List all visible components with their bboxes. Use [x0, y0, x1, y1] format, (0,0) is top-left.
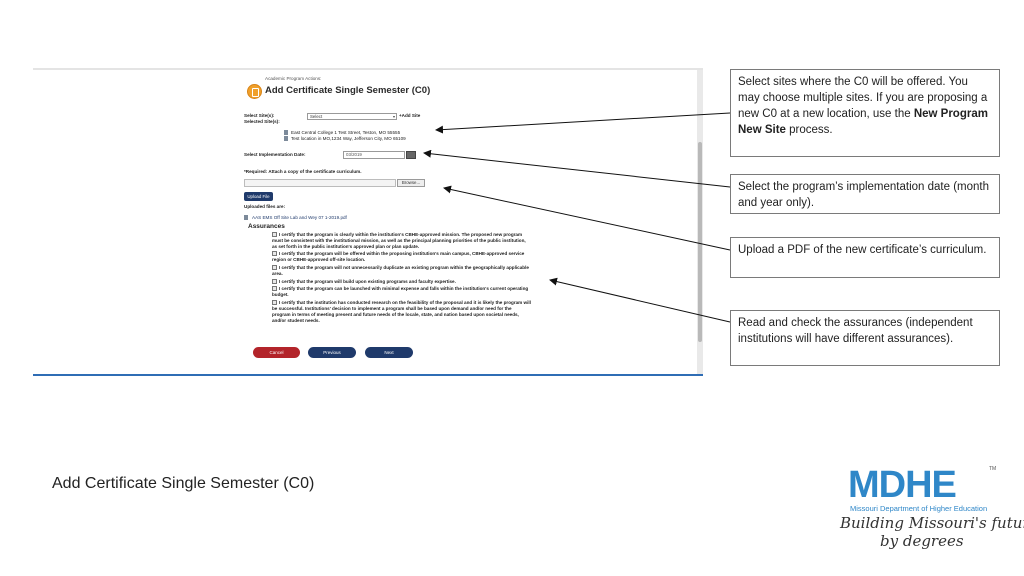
- assurance-text: I certify that the institution has condu…: [279, 300, 531, 305]
- add-site-link[interactable]: +Add Site: [399, 113, 421, 118]
- cancel-button[interactable]: Cancel: [253, 347, 300, 358]
- scrollbar-thumb[interactable]: [698, 142, 702, 342]
- callout-date: Select the program’s implementation date…: [730, 174, 1000, 214]
- assurance-text: I certify that the program can be launch…: [279, 286, 529, 291]
- selected-sites-label: Selected Site(s):: [244, 119, 280, 124]
- assurance-text: and/or student needs.: [272, 318, 320, 323]
- implementation-date-input[interactable]: 03/2019: [343, 151, 405, 159]
- site-select-value: Select: [310, 114, 323, 119]
- logo-tagline-line1: Building Missouri's future...: [840, 514, 1024, 532]
- section-label: Academic Program Actions:: [265, 76, 322, 81]
- delete-site-icon[interactable]: [284, 130, 288, 135]
- delete-file-icon[interactable]: [244, 215, 248, 220]
- callout-sites-bold: New Program New Site: [738, 108, 988, 136]
- site-item: East Central College 1 Test Street, Test…: [291, 130, 401, 135]
- assurance-text: program in terms of meeting present and …: [272, 312, 519, 317]
- logo-subtitle: Missouri Department of Higher Education: [850, 504, 988, 513]
- assurance-text: I certify that the program is clearly wi…: [279, 232, 523, 237]
- calendar-icon[interactable]: [406, 151, 416, 159]
- callout-sites: Select sites where the C0 will be offere…: [730, 69, 1000, 157]
- assurance-checkbox[interactable]: [272, 286, 277, 291]
- callout-sites-text-end: process.: [785, 124, 833, 136]
- assurance-text: budget.: [272, 292, 289, 297]
- browse-button[interactable]: Browse...: [397, 179, 425, 187]
- assurance-text: area.: [272, 271, 283, 276]
- logo-tagline-line2: by degrees: [880, 532, 964, 550]
- assurance-text: I certify that the program will be offer…: [279, 251, 525, 256]
- assurance-checkbox[interactable]: [272, 300, 277, 305]
- previous-button[interactable]: Previous: [308, 347, 356, 358]
- callout-assurances: Read and check the assurances (independe…: [730, 310, 1000, 366]
- logo-trademark: TM: [989, 466, 997, 472]
- slide-title: Add Certificate Single Semester (C0): [52, 475, 315, 492]
- implementation-date-label: Select Implementation Date:: [244, 152, 306, 157]
- assurance-checkbox[interactable]: [272, 279, 277, 284]
- assurance-checkbox[interactable]: [272, 232, 277, 237]
- required-label: *Required: Attach a copy of the certific…: [244, 169, 362, 174]
- assurance-checkbox[interactable]: [272, 265, 277, 270]
- assurance-text: be successful. Institutions' decision to…: [272, 306, 512, 311]
- assurances-title: Assurances: [248, 223, 285, 230]
- edit-document-icon: [247, 84, 262, 99]
- top-border: [33, 68, 703, 70]
- site-select[interactable]: Select ▾: [307, 113, 397, 120]
- embedded-screenshot: Academic Program Actions: Add Certificat…: [33, 68, 703, 376]
- chevron-down-icon: ▾: [392, 114, 395, 119]
- bottom-border: [33, 374, 703, 376]
- callout-upload: Upload a PDF of the new certificate’s cu…: [730, 237, 1000, 278]
- assurance-text: as set forth in the public institution's…: [272, 244, 420, 249]
- assurance-text: I certify that the program will not unne…: [279, 265, 529, 270]
- assurance-text: I certify that the program will build up…: [279, 279, 456, 284]
- assurance-checkbox[interactable]: [272, 251, 277, 256]
- assurance-text: must be consistent with the institutiona…: [272, 238, 526, 243]
- page-title: Add Certificate Single Semester (C0): [265, 85, 431, 96]
- next-button[interactable]: Next: [365, 347, 413, 358]
- site-item: Test location in MO,1234 Way, Jefferson …: [291, 136, 406, 141]
- select-sites-label: Select Site(s):: [244, 113, 275, 118]
- delete-site-icon[interactable]: [284, 136, 288, 141]
- mdhe-logo: MDHE TM Missouri Department of Higher Ed…: [838, 462, 1024, 567]
- file-path-input[interactable]: [244, 179, 396, 187]
- uploaded-files-label: Uploaded files are:: [244, 204, 286, 209]
- assurance-text: region or CBHE-approved off-site locatio…: [272, 257, 366, 262]
- upload-file-button[interactable]: Upload File: [244, 192, 273, 201]
- callout-sites-text: Select sites where the C0 will be offere…: [738, 76, 988, 120]
- logo-mark: MDHE: [848, 464, 957, 506]
- uploaded-file-link[interactable]: AAS EMS Off Site Lab and Wey 07 1-2019.p…: [252, 215, 347, 220]
